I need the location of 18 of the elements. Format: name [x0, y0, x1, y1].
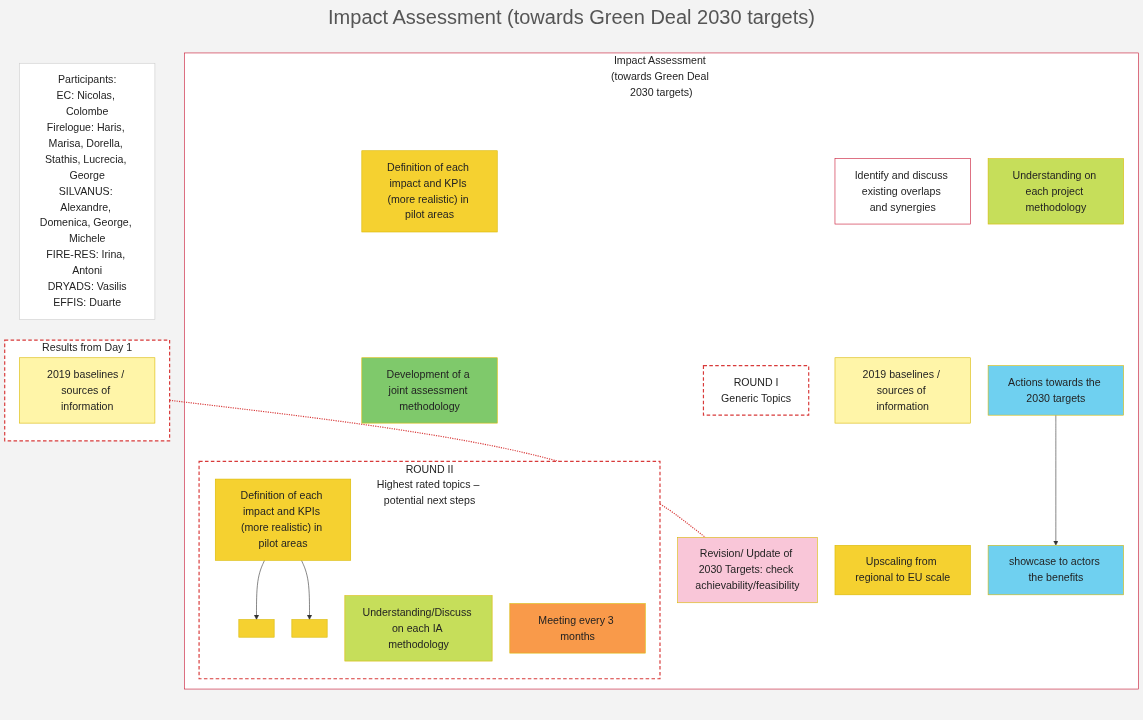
node-box: Development of a joint assessment methodology: [361, 357, 498, 424]
node-box: Participants: EC: Nicolas, Colombe Firelogue: Haris, Marisa, Dorella, Stathis, Lucrecia, George SILVANUS: Alexandre, Domenica, George, Michele FIRE-RES: Irina, Antoni DRYADS: Vasilis EFFIS: Duarte: [19, 62, 156, 320]
node-box: Identify and discuss existing overlaps and synergies: [834, 158, 971, 225]
node-box: 2019 baselines / sources of information: [834, 357, 971, 424]
node-box: [291, 619, 328, 638]
node-box: Understanding on each project methodology: [987, 158, 1124, 225]
node-box: Upscaling from regional to EU scale: [834, 545, 971, 596]
board-title: Impact Assessment (towards Green Deal 2030 targets): [327, 6, 816, 29]
node-box: Definition of each impact and KPIs (more realistic) in pilot areas: [361, 150, 498, 233]
node-box: Definition of each impact and KPIs (more realistic) in pilot areas: [214, 478, 352, 561]
node-box: Meeting every 3 months: [509, 603, 646, 654]
node-box: Understanding/Discuss on each IA methodology: [344, 595, 493, 662]
node-box: [238, 619, 275, 638]
node-box: showcase to actors the benefits: [987, 545, 1124, 596]
node-box: 2019 baselines / sources of information: [19, 357, 156, 424]
node-box: Revision/ Update of 2030 Targets: check achievability/feasibility: [677, 537, 818, 604]
node-box: Actions towards the 2030 targets: [987, 365, 1124, 416]
node-box: ROUND I Generic Topics: [702, 365, 810, 416]
